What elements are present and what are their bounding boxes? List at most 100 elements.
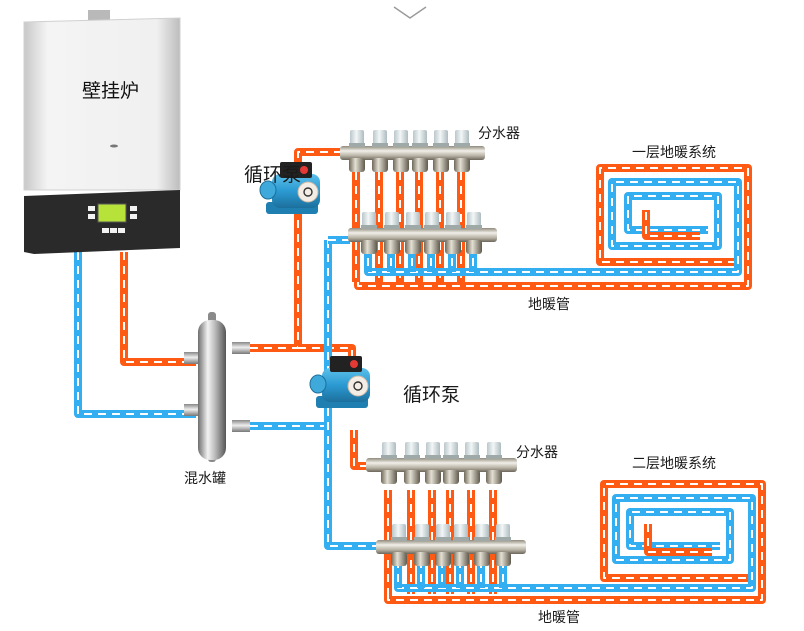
pipe-boiler-return xyxy=(74,252,196,418)
manifold-1-supply-valve-cap xyxy=(434,130,448,145)
pipe-boiler-supply xyxy=(120,252,196,366)
manifold-1-return-valve-collar xyxy=(445,225,461,229)
manifold-2-supply-valve-cap xyxy=(426,442,440,457)
manifold-2-return-valve-cap xyxy=(392,524,406,539)
manifold-2-supply-valve-cap xyxy=(382,442,396,457)
pipe-floor1-core-dash xyxy=(645,210,700,237)
pipe-tank-pump1-hot-dash xyxy=(236,151,340,349)
boiler-body xyxy=(23,17,181,191)
boiler-button xyxy=(110,228,117,233)
manifold-1-return-nut xyxy=(384,240,400,254)
manifold-2-return-nut xyxy=(495,552,511,566)
manifold-2-return-valve-collar xyxy=(435,537,451,541)
manifold-1-return-nut xyxy=(405,240,421,254)
manifold-2-supply-valve-cap xyxy=(487,442,501,457)
manifold-2-supply-nut xyxy=(464,470,480,484)
manifold-1-supply-nut xyxy=(454,158,470,172)
manifold-2-supply-valve-collar xyxy=(425,455,441,459)
pipe-boiler-supply-body xyxy=(120,252,196,366)
manifold-2-return-valve-collar xyxy=(391,537,407,541)
manifold-1-return-valve-collar xyxy=(424,225,440,229)
boiler xyxy=(23,10,181,254)
equipment-layer xyxy=(23,10,526,566)
pipe-floor1-loop-cold-dash xyxy=(367,181,739,273)
manifold-1-return xyxy=(348,212,497,254)
manifold-1-supply-valve-collar xyxy=(454,143,470,147)
pipe-floor1-loop-hot xyxy=(354,164,752,290)
boiler-display xyxy=(97,203,127,223)
manifold-1-supply-nut xyxy=(433,158,449,172)
manifold-1-return-valve-collar xyxy=(361,225,377,229)
boiler-button xyxy=(88,214,95,219)
boiler-button xyxy=(130,214,137,219)
manifold-1-return-nut xyxy=(361,240,377,254)
manifold-2-supply-valve-cap xyxy=(405,442,419,457)
boiler-button xyxy=(130,206,137,211)
pump-2-speed-knob xyxy=(350,360,358,368)
pump-1-inlet xyxy=(259,180,277,200)
tank-body xyxy=(198,320,226,460)
manifold-1-return-nut xyxy=(466,240,482,254)
manifold-2-return-nut xyxy=(474,552,490,566)
manifold-2-return-valve-cap xyxy=(454,524,468,539)
manifold-2-return-nut xyxy=(453,552,469,566)
manifold-2-supply-nut xyxy=(443,470,459,484)
pump-1-speed-knob xyxy=(300,166,308,174)
pipe-floor1-core-body xyxy=(642,210,700,240)
manifold-1-supply-valve-collar xyxy=(393,143,409,147)
manifold-2-supply-valve-collar xyxy=(443,455,459,459)
boiler-button xyxy=(118,228,125,233)
manifold-2-supply-valve-collar xyxy=(404,455,420,459)
manifold-1-supply-nut xyxy=(412,158,428,172)
pump-2-nameplate xyxy=(347,375,369,397)
pipe-floor2-core xyxy=(644,524,712,556)
pipe-floor2-loop-cold-dash xyxy=(397,497,753,589)
manifold-2-supply-bar xyxy=(366,458,517,472)
manifold-2-return-valve-collar xyxy=(414,537,430,541)
manifold-1-supply-nut xyxy=(349,158,365,172)
manifold-2-return-valve-collar xyxy=(474,537,490,541)
manifold-1-supply xyxy=(340,130,485,172)
manifold-1-supply-valve-cap xyxy=(350,130,364,145)
manifold-2-supply-valve-cap xyxy=(465,442,479,457)
tank-port xyxy=(232,342,250,354)
manifold-1-supply-valve-collar xyxy=(412,143,428,147)
pipe-tank-pump1-hot xyxy=(236,148,340,352)
boiler-button xyxy=(102,228,109,233)
manifold-1-return-valve-cap xyxy=(362,212,376,227)
tank-port xyxy=(184,404,202,416)
boiler-button xyxy=(88,206,95,211)
manifold-2-return-bar xyxy=(376,540,526,554)
pipe-return-trunk-dash xyxy=(327,240,382,547)
pump-1-nameplate xyxy=(297,181,319,203)
mixing-tank xyxy=(184,312,250,462)
manifold-2-supply-nut xyxy=(425,470,441,484)
pipe-floor2-loop-hot xyxy=(384,480,766,604)
system-2-label: 二层地暖系统 xyxy=(632,456,716,472)
manifold-2-supply-valve-collar xyxy=(486,455,502,459)
manifold-2-supply-valve-collar xyxy=(464,455,480,459)
manifold-2-supply xyxy=(366,442,517,484)
floor-pipe-2-label: 地暖管 xyxy=(538,610,580,626)
pump-2-inlet xyxy=(309,374,327,394)
tank-port xyxy=(232,420,250,432)
manifold-1-return-valve-cap xyxy=(446,212,460,227)
pipe-floor1-core xyxy=(642,210,700,240)
boiler-logo xyxy=(110,144,118,148)
manifold-2-return xyxy=(376,524,526,566)
pipe-return-trunk xyxy=(324,240,382,550)
pump-1 xyxy=(259,162,320,214)
manifold-1-return-valve-cap xyxy=(385,212,399,227)
manifold-2-supply-nut xyxy=(381,470,397,484)
manifold-2-supply-nut xyxy=(486,470,502,484)
boiler-flue xyxy=(88,10,110,20)
manifold-1-label: 分水器 xyxy=(478,126,520,142)
tank-port xyxy=(184,352,202,364)
manifold-2-supply-valve-collar xyxy=(381,455,397,459)
manifold-1-supply-valve-cap xyxy=(413,130,427,145)
pipe-floor2-core-dash xyxy=(647,524,712,553)
manifold-1-supply-nut xyxy=(372,158,388,172)
chevron-down-icon[interactable] xyxy=(393,6,427,20)
